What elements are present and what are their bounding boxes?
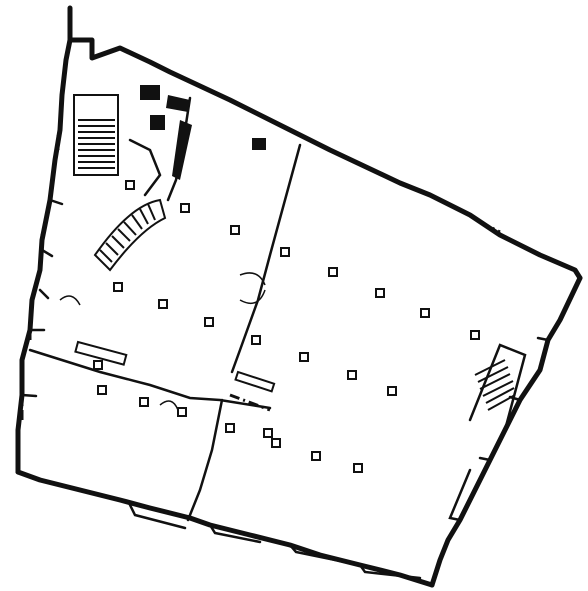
partition-dash	[229, 393, 271, 412]
stairs-north-west	[73, 94, 119, 176]
exterior-walls	[15, 5, 583, 588]
structural-column	[299, 352, 309, 362]
structural-column	[470, 330, 480, 340]
structural-column	[347, 370, 357, 380]
north-wall	[67, 5, 583, 281]
structural-column	[180, 203, 190, 213]
stairs-east	[468, 343, 527, 432]
south-wall	[15, 469, 435, 588]
double-door	[239, 272, 266, 305]
door-south	[159, 400, 179, 411]
south-pilasters	[128, 503, 422, 580]
structural-column	[177, 407, 187, 417]
structural-column	[263, 428, 273, 438]
structural-column	[328, 267, 338, 277]
structural-column	[139, 397, 149, 407]
structural-column	[158, 299, 168, 309]
south-east-dividing-wall	[186, 398, 224, 522]
structural-column	[311, 451, 321, 461]
east-wall	[429, 275, 583, 588]
structural-column	[230, 225, 240, 235]
structural-column	[375, 288, 385, 298]
structural-column	[93, 360, 103, 370]
main-dividing-wall	[230, 143, 302, 374]
west-room-partition	[28, 348, 272, 410]
structural-column	[271, 438, 281, 448]
west-pilasters	[20, 198, 64, 398]
column-solid	[252, 138, 266, 150]
structural-column	[97, 385, 107, 395]
stair-well	[73, 94, 119, 176]
stair-treads	[78, 119, 115, 169]
west-wall	[15, 37, 73, 475]
structural-column	[353, 463, 363, 473]
structural-column	[204, 317, 214, 327]
door-west	[59, 295, 81, 306]
structural-column	[280, 247, 290, 257]
structural-column	[420, 308, 430, 318]
stairs-curved	[93, 198, 167, 272]
columns	[93, 180, 480, 473]
structural-column	[251, 335, 261, 345]
structural-column	[387, 386, 397, 396]
service-core	[140, 85, 266, 180]
doors	[59, 272, 266, 411]
counter-central	[234, 370, 276, 393]
structural-column	[113, 282, 123, 292]
structural-column	[225, 423, 235, 433]
east-pilasters	[448, 336, 550, 522]
fixtures	[74, 340, 276, 393]
counter-west	[74, 340, 128, 366]
structural-column	[125, 180, 135, 190]
